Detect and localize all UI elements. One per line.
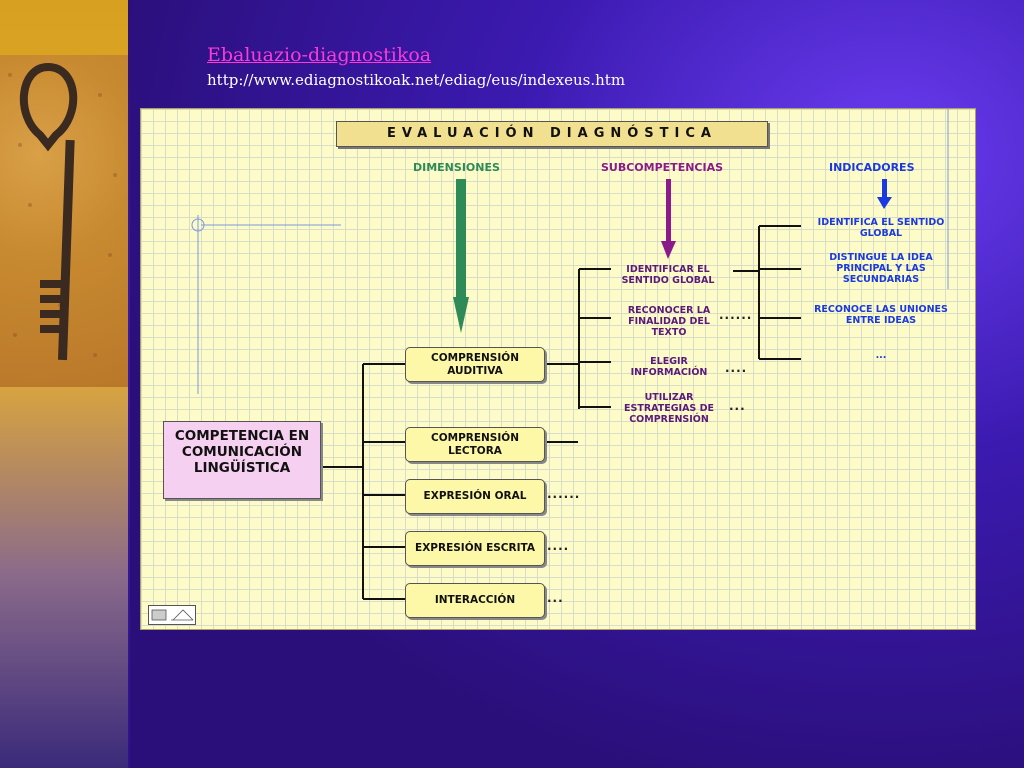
dimension-comprension-lectora: COMPRENSIÓN LECTORA (405, 427, 545, 462)
indicator-item: DISTINGUE LA IDEA PRINCIPAL Y LAS SECUND… (829, 252, 933, 285)
dimension-trail: .... (547, 539, 570, 553)
root-competence: COMPETENCIA EN COMUNICACIÓN LINGÜÍSTICA (163, 421, 321, 499)
subcompetency-item: UTILIZAR ESTRATEGIAS DE COMPRENSIÓN (624, 392, 714, 425)
diagram-panel: EVALUACIÓN DIAGNÓSTICA DIMENSIONES SUBCO… (140, 108, 976, 630)
dimension-interaccion: INTERACCIÓN (405, 583, 545, 618)
indicator-item: IDENTIFICA EL SENTIDO GLOBAL (817, 217, 945, 239)
indicator-item: ... (875, 350, 887, 361)
corner-thumbnail-icon (148, 605, 196, 625)
subcompetency-trail: ...... (719, 308, 753, 322)
column-header-subcompetencies: SUBCOMPETENCIAS (601, 161, 724, 174)
subcompetency-trail: ... (729, 399, 746, 413)
connector-layer (191, 109, 949, 600)
subcompetency-trail: .... (725, 361, 748, 375)
subcompetency-item: IDENTIFICAR EL SENTIDO GLOBAL (621, 264, 715, 286)
subcompetency-item: RECONOCER LA FINALIDAD DEL TEXTO (627, 305, 711, 338)
column-header-indicators: INDICADORES (829, 161, 915, 174)
dimension-expresion-escrita: EXPRESIÓN ESCRITA (405, 531, 545, 566)
indicator-item: RECONOCE LAS UNIONES ENTRE IDEAS (814, 304, 948, 326)
subcompetency-item: ELEGIR INFORMACIÓN (630, 356, 708, 378)
dimension-trail: ... (547, 591, 564, 605)
dimension-trail: ...... (547, 487, 581, 501)
key-image (0, 55, 128, 387)
key-icon (8, 62, 117, 361)
dimension-comprension-auditiva: COMPRENSIÓN AUDITIVA (405, 347, 545, 382)
dimensions-arrow (453, 179, 469, 333)
source-url: http://www.ediagnostikoak.net/ediag/eus/… (207, 71, 626, 89)
subcompetencies-arrow (661, 179, 676, 259)
column-header-dimensions: DIMENSIONES (413, 161, 500, 174)
title-link[interactable]: Ebaluazio-diagnostikoa (207, 44, 432, 66)
diagram-title: EVALUACIÓN DIAGNÓSTICA (336, 121, 768, 147)
indicators-arrow (877, 179, 892, 209)
dimension-expresion-oral: EXPRESIÓN ORAL (405, 479, 545, 514)
